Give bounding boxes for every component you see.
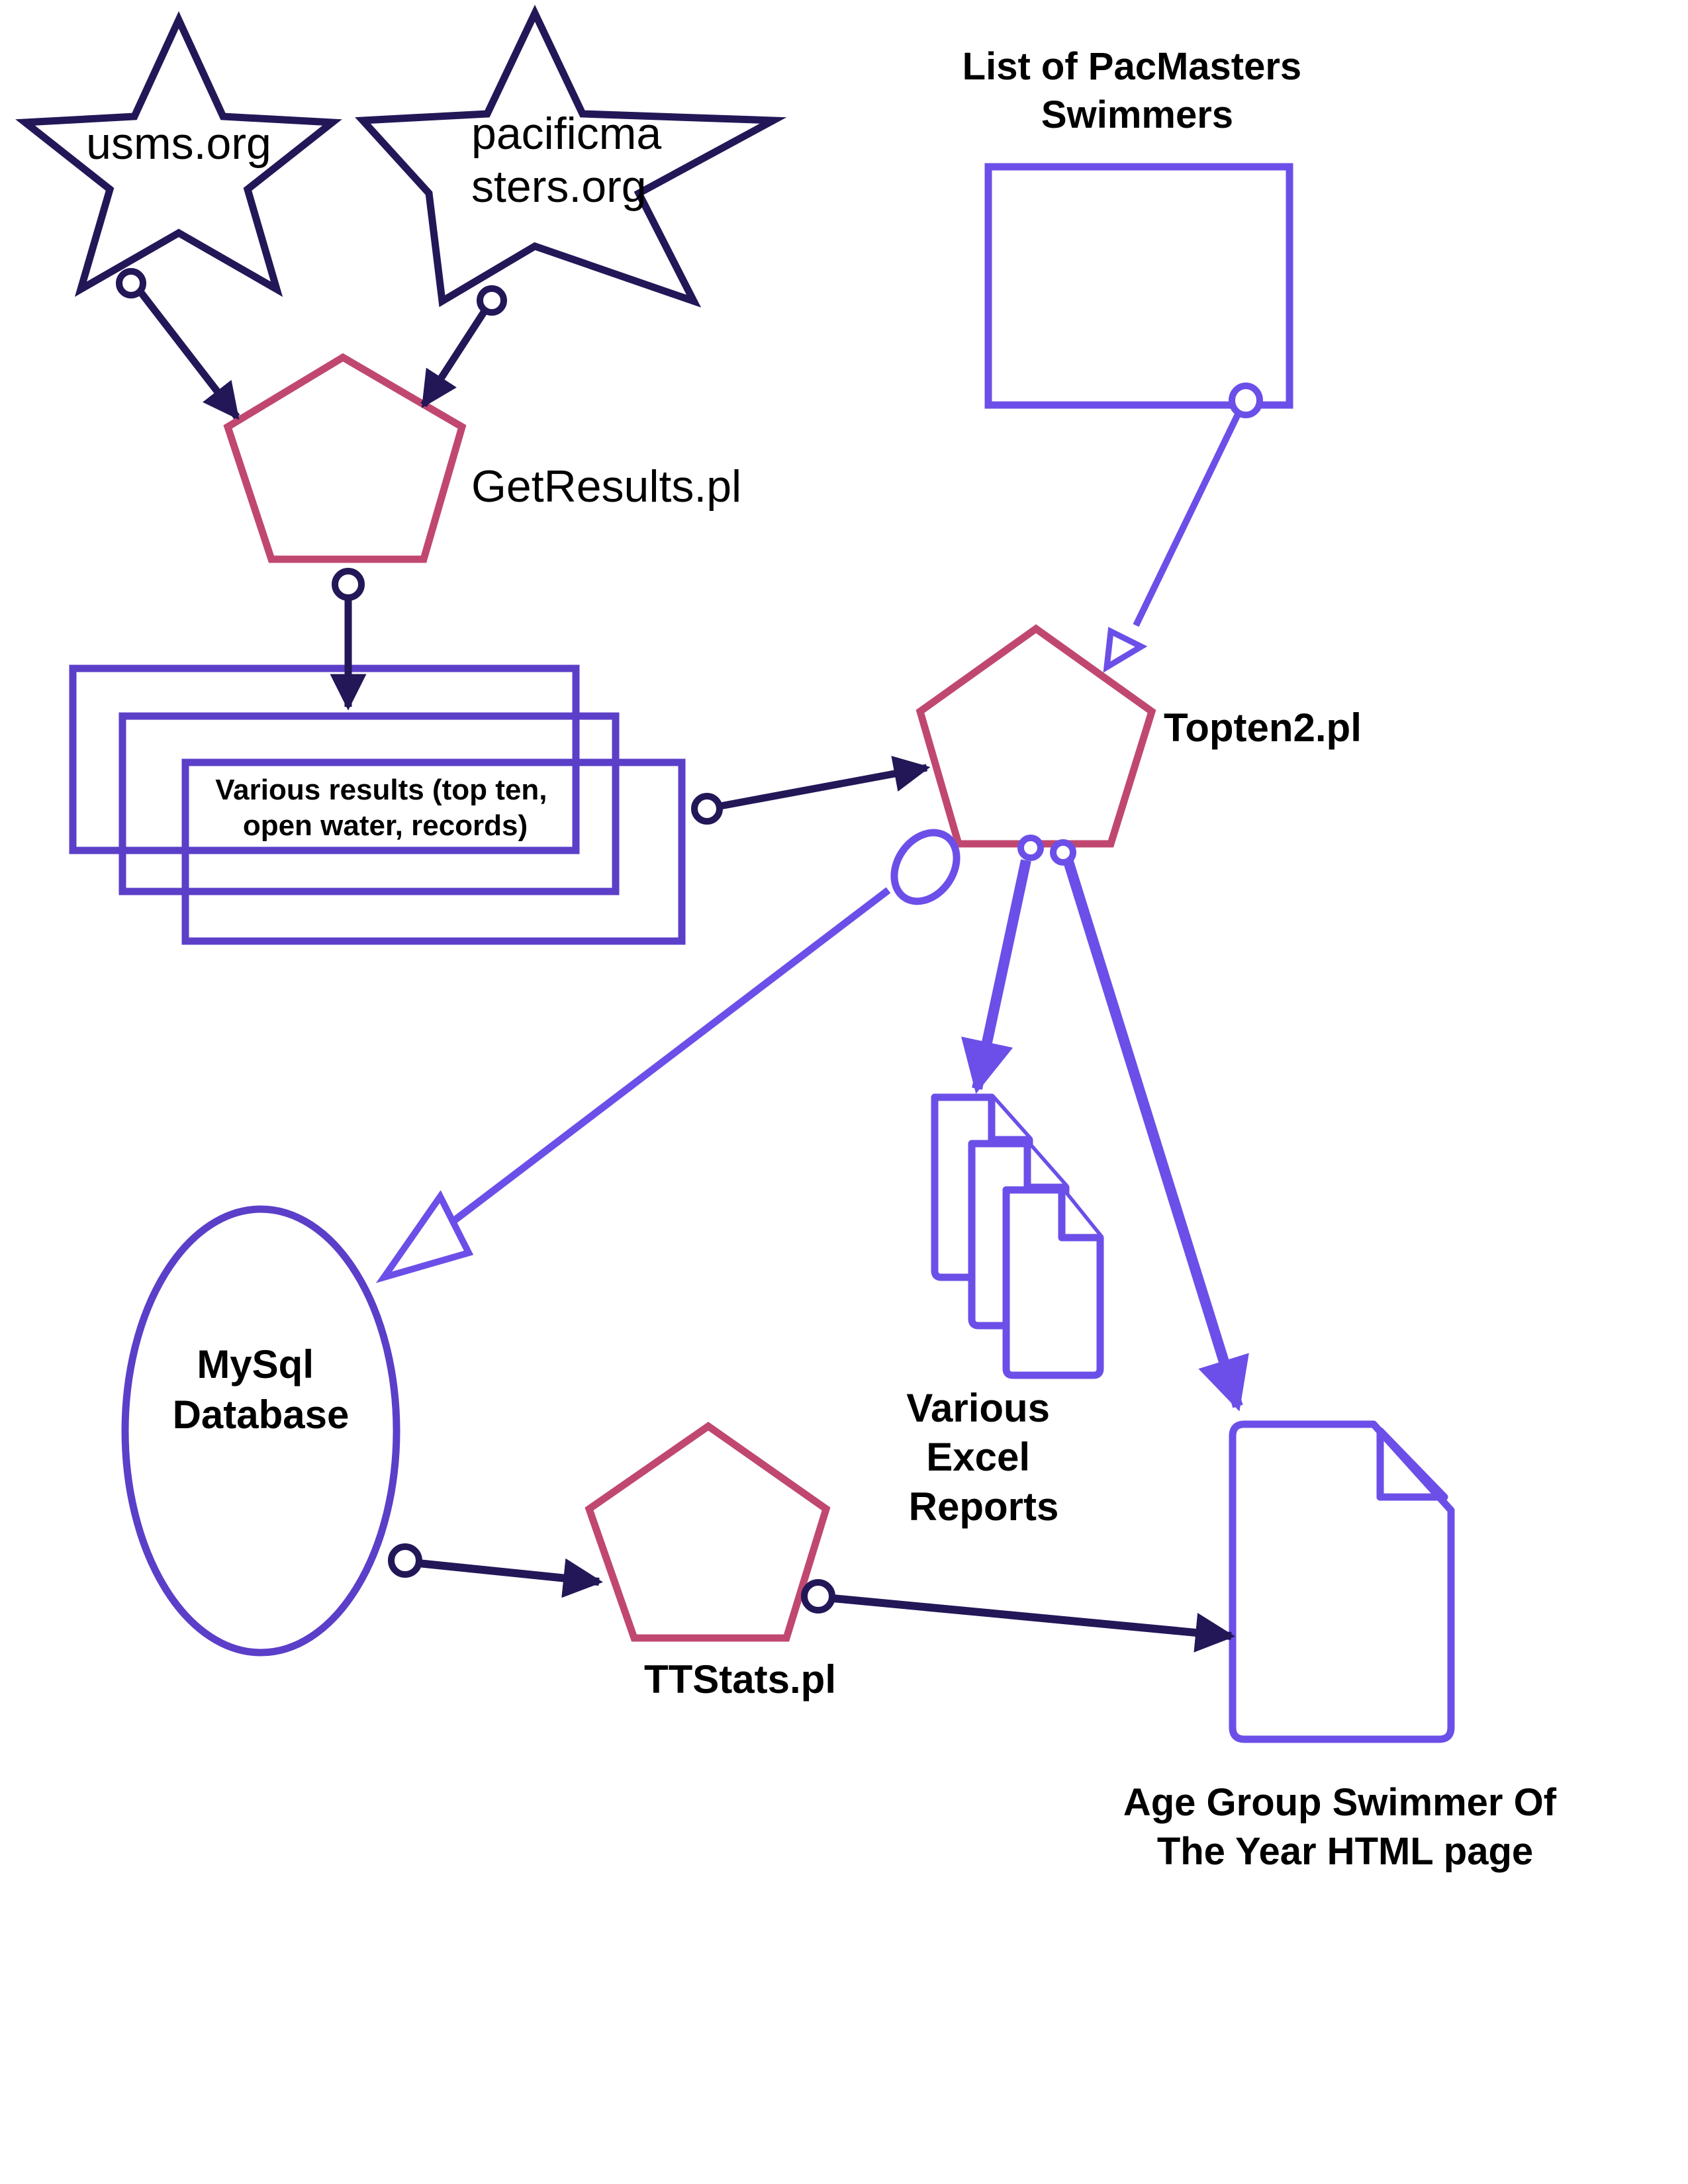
edge-getresults-to-results <box>330 568 367 711</box>
connector-circle-icon <box>388 1543 422 1578</box>
connector-circle-icon <box>332 568 365 601</box>
edge-usms-to-getresults <box>116 268 240 420</box>
excel-reports-label: Various Excel Reports <box>906 1386 1060 1529</box>
database-ellipse <box>121 1205 400 1657</box>
results-stack-node[interactable]: Various results (top ten, open water, re… <box>69 664 686 945</box>
hollow-arrowhead-icon <box>1103 627 1148 673</box>
swimmer-list-label: List of PacMasters Swimmers <box>962 45 1313 136</box>
edge-swimmerlist-to-topten <box>1103 383 1263 673</box>
mysql-node[interactable]: MySql Database <box>121 1205 400 1657</box>
get-results-label: GetResults.pl <box>471 461 741 512</box>
excel-reports-node[interactable]: Various Excel Reports <box>906 1093 1104 1529</box>
pacificmasters-star-node[interactable]: pacificma sters.org <box>355 5 787 308</box>
results-page-front <box>181 758 686 945</box>
ttstats-label: TTStats.pl <box>644 1657 836 1702</box>
topten-node[interactable]: Topten2.pl <box>915 624 1362 848</box>
edge-mysql-to-ttstats <box>388 1543 603 1598</box>
connector-circle-icon <box>801 1579 835 1614</box>
edge-topten-to-excel <box>961 835 1044 1094</box>
pacificmasters-label: pacificma sters.org <box>471 109 674 212</box>
html-page-node[interactable]: Age Group Swimmer Of The Year HTML page <box>1123 1420 1567 1873</box>
connector-circle-icon <box>1017 835 1044 861</box>
mysql-label: MySql Database <box>173 1342 350 1437</box>
edge-ttstats-to-htmlpage <box>801 1579 1235 1653</box>
edge-topten-to-mysql <box>375 829 961 1283</box>
get-results-node[interactable]: GetResults.pl <box>223 353 741 563</box>
document-icon <box>1002 1186 1104 1379</box>
pentagon-icon <box>585 1422 831 1642</box>
pentagon-icon <box>223 353 467 563</box>
connector-circle-icon <box>890 829 961 905</box>
edge-topten-to-htmlpage <box>1050 839 1249 1412</box>
connector-circle-icon <box>1229 383 1263 418</box>
document-icon <box>1229 1420 1455 1743</box>
connector-circle-icon <box>477 285 507 316</box>
connector-circle-icon <box>691 793 723 825</box>
html-page-label: Age Group Swimmer Of The Year HTML page <box>1123 1781 1567 1873</box>
ttstats-node[interactable]: TTStats.pl <box>585 1422 836 1702</box>
edge-pacificmasters-to-getresults <box>420 285 507 408</box>
results-page-middle <box>118 712 620 895</box>
swimmer-list-node[interactable]: List of PacMasters Swimmers <box>962 45 1313 409</box>
hollow-arrowhead-icon <box>375 1190 474 1283</box>
edge-results-to-topten <box>691 756 931 825</box>
results-label: Various results (top ten, open water, re… <box>215 774 555 842</box>
connector-circle-icon <box>1050 839 1076 866</box>
connector-circle-icon <box>116 268 146 298</box>
topten-label: Topten2.pl <box>1164 705 1362 750</box>
star-icon <box>355 5 787 308</box>
swimmer-list-box <box>984 163 1293 409</box>
star-icon <box>15 11 342 297</box>
usms-star-node[interactable]: usms.org <box>15 11 342 297</box>
usms-label: usms.org <box>86 118 271 169</box>
